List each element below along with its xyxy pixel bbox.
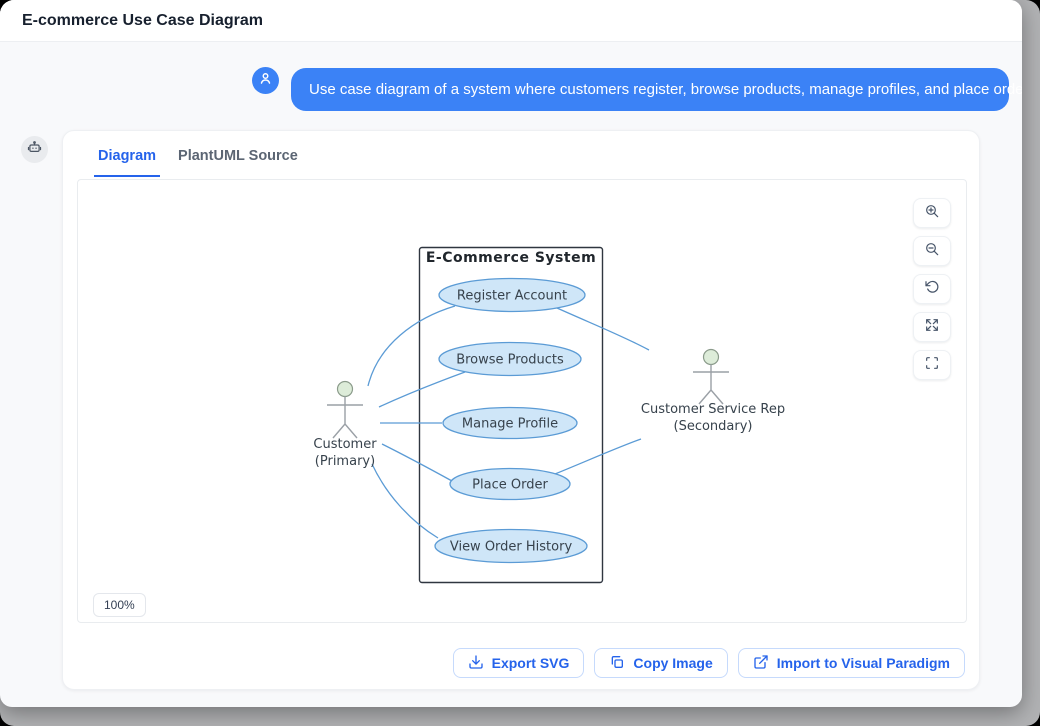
copy-image-label: Copy Image: [633, 655, 713, 671]
import-to-visual-paradigm-button[interactable]: Import to Visual Paradigm: [737, 648, 965, 678]
window-header: E-commerce Use Case Diagram: [0, 0, 1022, 42]
actor-role: (Secondary): [674, 419, 753, 434]
actor-name: Customer Service Rep: [641, 402, 785, 417]
association-customer-browse: [378, 371, 466, 408]
usecase-label: View Order History: [450, 540, 573, 555]
usecase-manage-profile: [442, 406, 578, 440]
export-svg-label: Export SVG: [491, 655, 570, 671]
user-avatar: [252, 67, 279, 94]
zoom-out-button[interactable]: [913, 236, 951, 266]
actor-customer: Customer (Primary): [313, 380, 377, 469]
usecase-label: Register Account: [457, 289, 567, 304]
actor-body: [327, 396, 363, 439]
zoom-in-button[interactable]: [913, 198, 951, 228]
actor-head: [336, 380, 354, 398]
user-message-bubble: Use case diagram of a system where custo…: [291, 68, 1022, 111]
copy-image-button[interactable]: Copy Image: [594, 648, 728, 678]
download-icon: [468, 654, 484, 673]
usecase-label: Browse Products: [456, 353, 564, 368]
tab-diagram[interactable]: Diagram: [94, 148, 161, 177]
actor-role: (Primary): [315, 454, 375, 469]
usecase-browse-products: [438, 341, 582, 377]
zoom-level-badge: 100%: [93, 593, 146, 617]
actor-name: Customer: [313, 437, 377, 452]
zoom-out-icon: [924, 241, 940, 262]
copy-icon: [609, 654, 625, 673]
user-message-text: Use case diagram of a system where custo…: [309, 81, 1022, 98]
usecase-register-account: [438, 277, 586, 313]
actor-body: [693, 364, 729, 405]
expand-icon: [924, 317, 940, 338]
reset-icon: [924, 279, 940, 300]
robot-icon: [26, 139, 43, 161]
reset-view-button[interactable]: [913, 274, 951, 304]
usecase-label: Place Order: [472, 478, 548, 493]
zoom-in-icon: [924, 203, 940, 224]
expand-button[interactable]: [913, 312, 951, 342]
diagram-card: Diagram PlantUML Source E-Commerce Syste…: [62, 130, 980, 690]
export-svg-button[interactable]: Export SVG: [452, 648, 585, 678]
user-icon: [257, 70, 274, 92]
usecase-place-order: [449, 467, 571, 501]
tab-bar: Diagram PlantUML Source: [94, 148, 302, 177]
zoom-controls: [913, 198, 951, 380]
fullscreen-button[interactable]: [913, 350, 951, 380]
app-window: E-commerce Use Case Diagram Use case dia…: [0, 0, 1022, 707]
usecase-diagram-svg: E-Commerce System Register Account: [313, 246, 785, 584]
association-customer-place: [381, 443, 453, 482]
association-register-rep: [556, 307, 650, 351]
tab-plantuml-source[interactable]: PlantUML Source: [178, 148, 298, 164]
actor-head: [702, 348, 720, 366]
window-title: E-commerce Use Case Diagram: [22, 12, 264, 29]
import-label: Import to Visual Paradigm: [776, 655, 950, 671]
fullscreen-icon: [924, 355, 940, 376]
external-link-icon: [753, 654, 769, 673]
usecase-label: Manage Profile: [462, 417, 558, 432]
association-place-rep: [554, 438, 642, 475]
action-buttons-row: Export SVG Copy Image Import to Visual P…: [452, 648, 965, 678]
system-title: E-Commerce System: [426, 250, 596, 266]
assistant-avatar: [21, 136, 48, 163]
diagram-viewport[interactable]: E-Commerce System Register Account: [77, 179, 967, 623]
usecase-view-order-history: [434, 528, 588, 564]
association-customer-register: [367, 305, 456, 387]
actor-customer-service-rep: Customer Service Rep (Secondary): [641, 348, 785, 434]
association-customer-history: [371, 463, 439, 539]
